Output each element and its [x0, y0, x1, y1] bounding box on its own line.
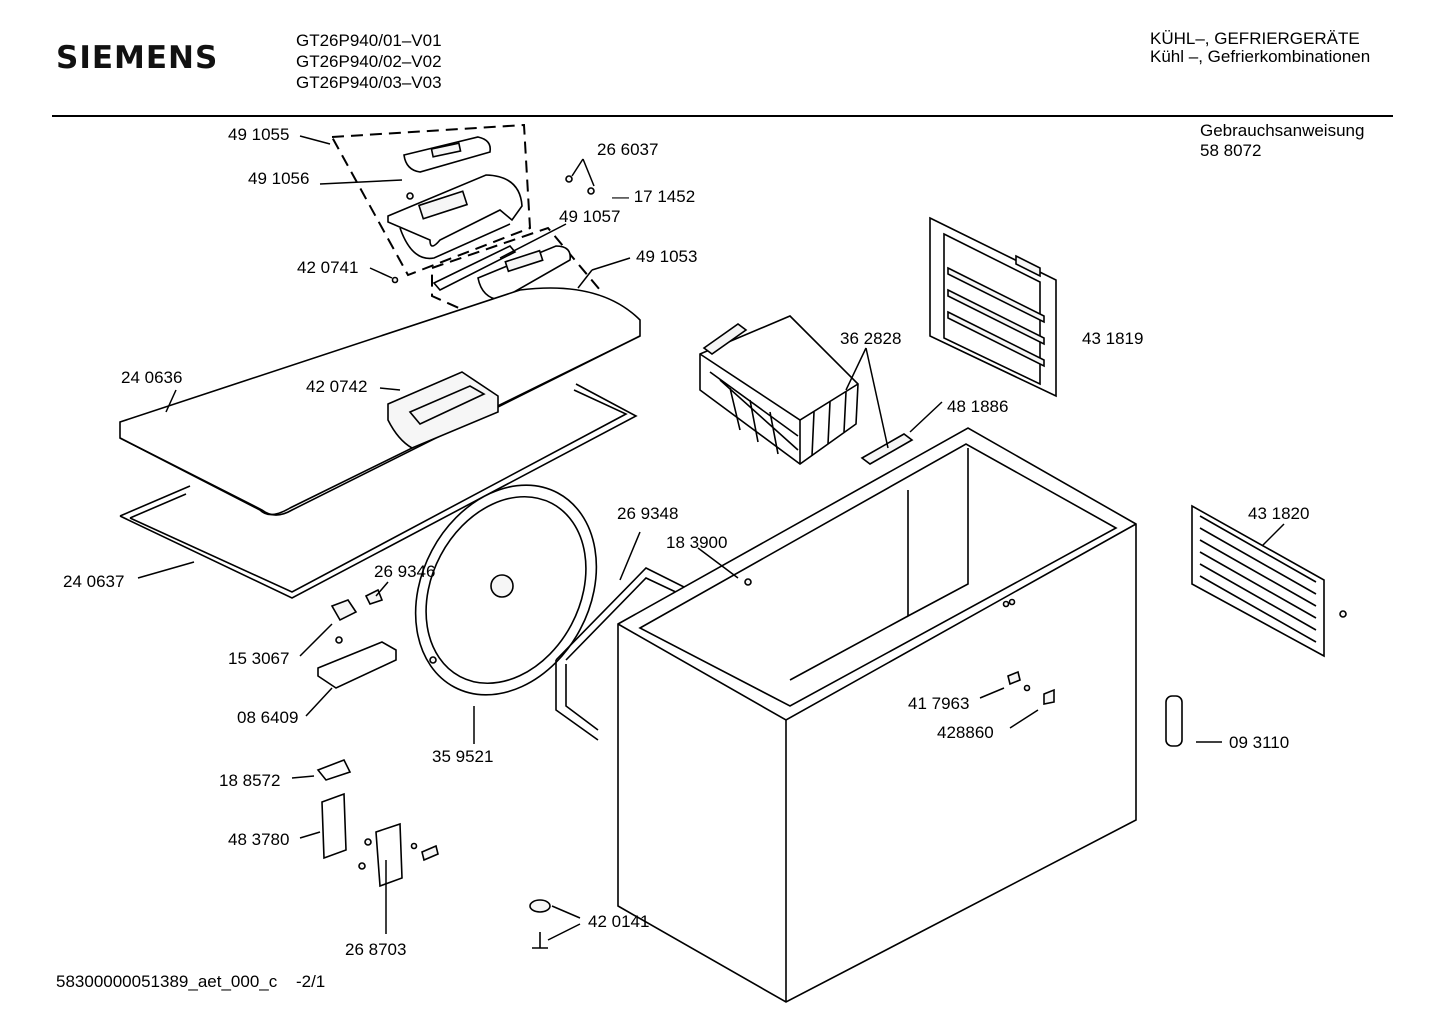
- part-label: 42 0141: [588, 912, 649, 931]
- part-label: 24 0636: [121, 368, 182, 387]
- page-number: -2/1: [295, 972, 326, 991]
- part-label: 09 3110: [1229, 733, 1289, 752]
- part-label: 48 1886: [947, 397, 1008, 416]
- manual-number: 58 8072: [1200, 141, 1262, 160]
- freezer-lid: [119, 287, 641, 516]
- part-label: 26 6037: [597, 140, 658, 159]
- model-list: GT26P940/01–V01 GT26P940/02–V02 GT26P940…: [296, 30, 442, 93]
- screw-icon: [391, 175, 595, 284]
- manual-label: Gebrauchsanweisung: [1200, 121, 1365, 140]
- part-label: 42 0742: [306, 377, 367, 396]
- vent-grille: [1191, 504, 1347, 658]
- part-label: 43 1820: [1248, 504, 1309, 523]
- part-label: 49 1055: [228, 125, 289, 144]
- leader-lines: [137, 135, 1285, 941]
- part-label: 26 9348: [617, 504, 678, 523]
- part-label: 48 3780: [228, 830, 289, 849]
- wire-basket: [699, 315, 859, 465]
- part-label: 18 3900: [666, 533, 727, 552]
- model-number: GT26P940/03–V03: [296, 73, 442, 92]
- hinge-assembly: [316, 758, 439, 888]
- part-label: 41 7963: [908, 694, 969, 713]
- part-label: 26 9346: [374, 562, 435, 581]
- divider-panel: [929, 216, 1057, 398]
- part-label: 24 0637: [63, 572, 124, 591]
- part-label: 18 8572: [219, 771, 280, 790]
- category-title: KÜHL–, GEFRIERGERÄTE: [1150, 29, 1360, 48]
- part-label: 15 3067: [228, 649, 289, 668]
- seal-strip: [555, 567, 691, 741]
- part-label: 43 1819: [1082, 329, 1143, 348]
- part-labels: 49 1055 49 1056 26 6037 — 17 1452 49 105…: [63, 125, 1309, 959]
- manual-reference: Gebrauchsanweisung 58 8072: [1200, 121, 1364, 161]
- document-number: 58300000051389_aet_000_c: [56, 972, 278, 991]
- freezer-chest-body: [617, 427, 1137, 1003]
- round-cover: [414, 484, 598, 696]
- model-number: GT26P940/02–V02: [296, 52, 442, 71]
- category-block: KÜHL–, GEFRIERGERÄTE Kühl –, Gefrierkomb…: [1150, 30, 1370, 66]
- part-label: — 17 1452: [612, 187, 695, 206]
- header-divider: [52, 115, 1393, 117]
- part-label: 428860: [937, 723, 994, 742]
- part-label: 49 1053: [636, 247, 697, 266]
- part-label: 49 1057: [559, 207, 620, 226]
- part-label: 42 0741: [297, 258, 358, 277]
- part-label: 49 1056: [248, 169, 309, 188]
- document-id: 58300000051389_aet_000_c -2/1: [56, 972, 325, 992]
- lid-gasket: [119, 383, 638, 599]
- part-label: 08 6409: [237, 708, 298, 727]
- foot-leg: [529, 695, 1183, 949]
- basket-rail: [860, 433, 914, 465]
- part-label: 35 9521: [432, 747, 493, 766]
- category-subtitle: Kühl –, Gefrierkombinationen: [1150, 47, 1371, 66]
- part-label: 36 2828: [840, 329, 901, 348]
- control-panel-group: [331, 123, 602, 350]
- model-number: GT26P940/01–V01: [296, 31, 442, 50]
- part-label: 26 8703: [345, 940, 406, 959]
- siemens-logo: SIEMENS: [56, 40, 219, 76]
- clip-icon: [1007, 670, 1055, 705]
- hinge-cover: [317, 588, 397, 689]
